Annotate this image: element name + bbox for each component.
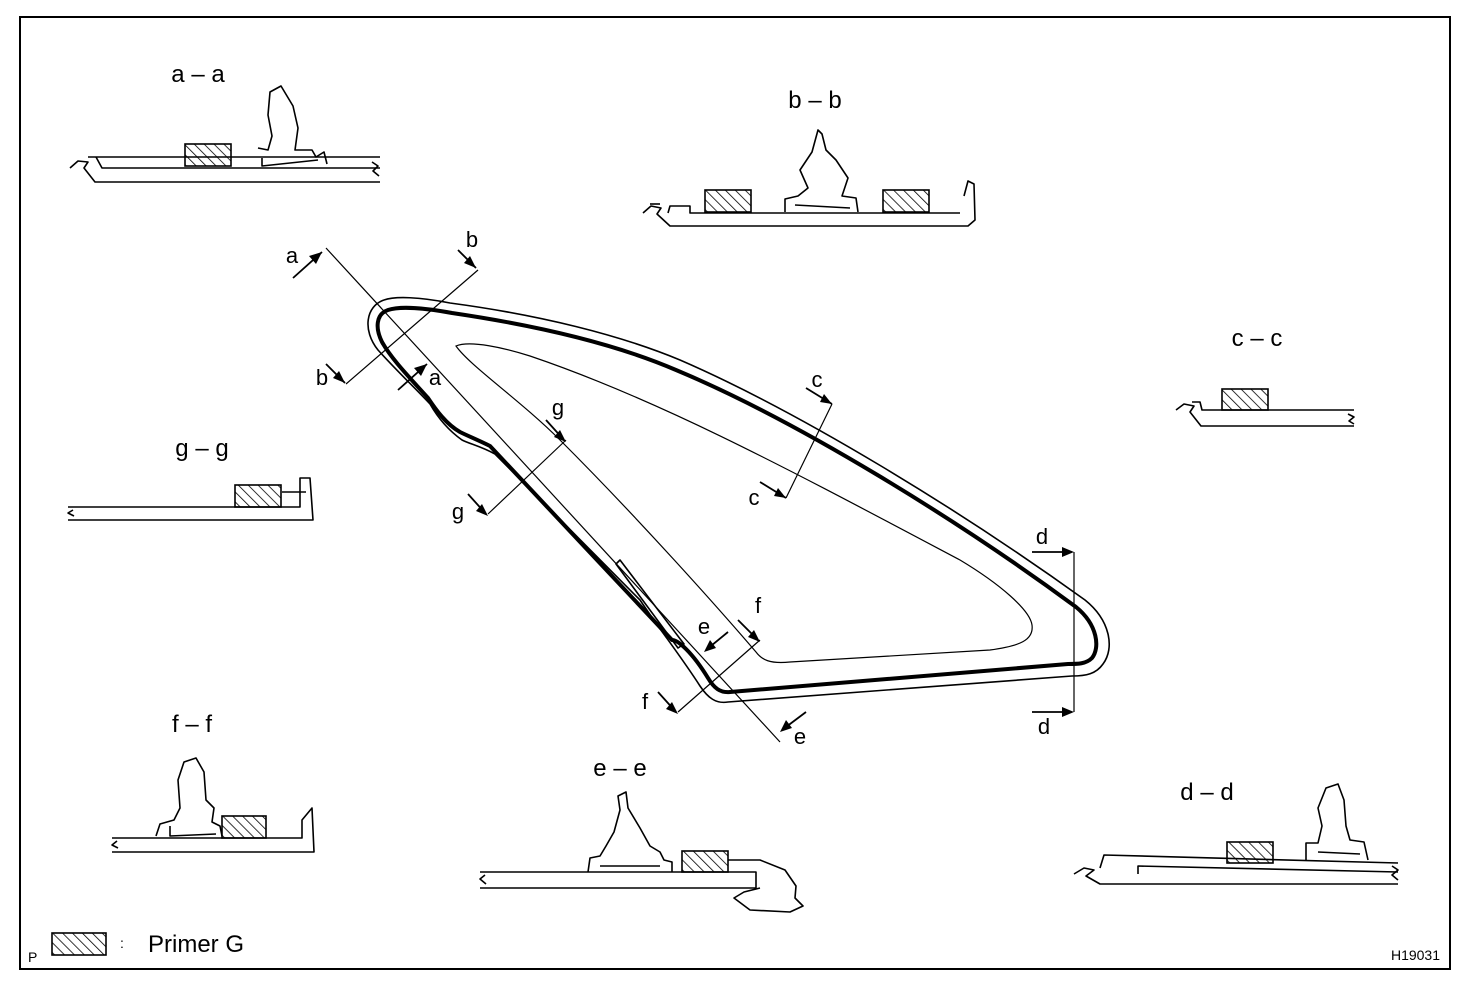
section-title-a-a: a – a [171, 61, 225, 88]
section-title-g-g: g – g [175, 435, 228, 462]
primer-g-e-e [681, 850, 729, 873]
primer-g-g-g [234, 484, 282, 508]
section-g-g: g – g [67, 435, 314, 521]
cut-marker-b: b b [316, 227, 479, 390]
section-d-d: d – d [1073, 779, 1399, 885]
section-title-f-f: f – f [172, 711, 212, 738]
primer-g-f-f [221, 815, 267, 839]
cut-label-c-top: c [812, 367, 823, 392]
cut-label-e-bottom: e [794, 724, 806, 749]
cut-marker-a: a a [286, 243, 442, 391]
cut-label-a-top: a [286, 243, 299, 268]
section-title-c-c: c – c [1232, 325, 1283, 352]
section-a-a: a – a [69, 61, 380, 183]
section-title-e-e: e – e [593, 755, 646, 782]
cut-label-g-top: g [552, 395, 564, 420]
figure-code: H19031 [1391, 947, 1440, 963]
cut-marker-e: e e [698, 614, 807, 749]
section-e-e: e – e [479, 755, 804, 913]
cut-label-a-bottom: a [429, 365, 442, 390]
section-title-d-d: d – d [1180, 779, 1233, 806]
cut-marker-g: g g [452, 395, 567, 524]
legend-label: Primer G [148, 931, 244, 958]
section-f-f: f – f [111, 711, 315, 853]
section-c-c: c – c [1175, 325, 1355, 427]
cut-label-g-bottom: g [452, 499, 464, 524]
cut-label-c-bottom: c [749, 485, 760, 510]
legend-separator: : [120, 935, 124, 951]
cut-label-f-top: f [755, 593, 762, 618]
cut-label-d-top: d [1036, 524, 1048, 549]
cut-label-b-top: b [466, 227, 478, 252]
cut-marker-d: d d [1032, 524, 1075, 739]
cut-label-e-top: e [698, 614, 710, 639]
primer-g-b-b-right [882, 189, 930, 213]
section-b-b: b – b [642, 87, 976, 227]
legend-hatch-swatch [51, 932, 107, 956]
diagram-frame [19, 16, 1451, 970]
primer-g-b-b-left [704, 189, 752, 213]
primer-g-a-a [184, 143, 232, 167]
quarter-window-glass [325, 247, 1111, 743]
primer-g-c-c [1221, 388, 1269, 411]
cut-marker-c: c c [749, 367, 833, 510]
primer-g-d-d [1226, 841, 1274, 864]
section-title-b-b: b – b [788, 87, 841, 114]
cut-marker-f: f f [642, 593, 762, 714]
cut-label-f-bottom: f [642, 689, 649, 714]
cut-label-d-bottom: d [1038, 714, 1050, 739]
cut-label-b-bottom: b [316, 365, 328, 390]
legend-prefix: P [28, 949, 37, 965]
legend: P : Primer G [28, 931, 244, 965]
